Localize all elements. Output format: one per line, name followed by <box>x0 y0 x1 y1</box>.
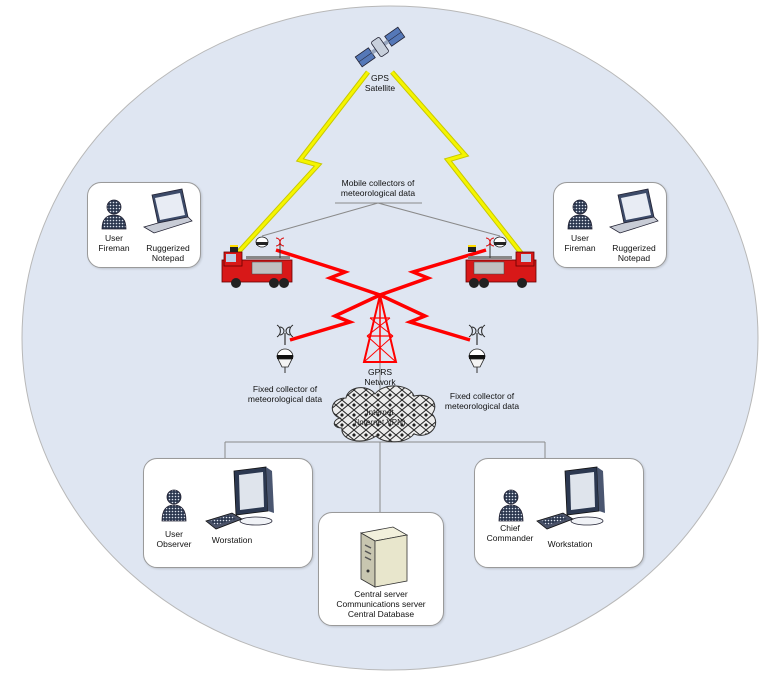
internet-cloud-icon <box>331 385 437 443</box>
fixed-right-line2: meteorological data <box>444 401 520 411</box>
observer-role-line2: Observer <box>156 539 192 549</box>
gprs-network-label: GPRS Network <box>350 367 410 387</box>
fixed-collector-left-label: Fixed collector of meteorological data <box>240 384 330 404</box>
server-tower-icon <box>359 526 409 588</box>
gprs-label-line2: Network <box>364 377 396 387</box>
right-device-line1: Ruggerized <box>612 243 656 253</box>
laptop-icon <box>609 188 659 234</box>
observer-panel: User Observer Worstation <box>143 458 313 568</box>
monitor-icon <box>233 466 274 526</box>
fixed-collector-right-label: Fixed collector of meteorological data <box>437 391 527 411</box>
fixed-left-line1: Fixed collector of <box>252 384 318 394</box>
gps-label-line2: Satellite <box>364 83 396 93</box>
observer-role-label: User Observer <box>152 529 196 549</box>
cloud-label-line2: (Internet VPN) <box>354 418 406 427</box>
server-label-line2: Communications server <box>336 599 426 609</box>
right-device-line2: Notepad <box>617 253 651 263</box>
left-device-line1: Ruggerized <box>146 243 190 253</box>
fire-truck-left-icon <box>221 236 293 288</box>
keyboard-icon <box>205 512 243 530</box>
fixed-left-line2: meteorological data <box>247 394 323 404</box>
server-label-line1: Central server <box>354 589 408 599</box>
laptop-icon <box>143 188 193 234</box>
user-observer-icon <box>161 489 187 522</box>
gps-satellite-label: GPS Satellite <box>345 73 415 93</box>
mobile-collectors-line2: meteorological data <box>340 188 416 198</box>
gprs-tower-icon <box>362 294 398 363</box>
gprs-links <box>275 248 487 342</box>
fixed-right-line1: Fixed collector of <box>449 391 515 401</box>
fire-truck-right-icon <box>465 236 537 288</box>
server-label-line3: Central Database <box>347 609 415 619</box>
gprs-label-line1: GPRS <box>367 367 393 377</box>
right-user-role-label: User Fireman <box>560 233 600 253</box>
gps-link-left <box>231 70 370 260</box>
user-fireman-icon <box>567 199 593 230</box>
left-fireman-panel: User Fireman Ruggerized Notepad <box>87 182 201 268</box>
gps-link-right <box>390 70 527 260</box>
cloud-label-line1: Internet <box>366 408 394 417</box>
internet-cloud-label: Internet (Internet VPN) <box>345 408 415 428</box>
chief-commander-icon <box>498 489 524 522</box>
right-user-role-line1: User <box>571 233 589 243</box>
mobile-collectors-label: Mobile collectors of meteorological data <box>318 178 438 198</box>
observer-role-line1: User <box>165 529 183 539</box>
server-label: Central server Communications server Cen… <box>321 589 441 619</box>
left-device-line2: Notepad <box>151 253 185 263</box>
left-device-label: Ruggerized Notepad <box>138 243 198 263</box>
left-user-role-line2: Fireman <box>98 243 130 253</box>
right-fireman-panel: User Fireman Ruggerized Notepad <box>553 182 667 268</box>
commander-role-label: Chief Commander <box>485 523 535 543</box>
satellite-icon <box>354 26 406 68</box>
server-panel: Central server Communications server Cen… <box>318 512 444 626</box>
left-user-role-label: User Fireman <box>94 233 134 253</box>
gps-label-line1: GPS <box>371 73 389 83</box>
user-fireman-icon <box>101 199 127 230</box>
mobile-collectors-line1: Mobile collectors of <box>341 178 415 188</box>
observer-device-label: Worstation <box>211 535 253 545</box>
commander-role-line1: Chief <box>500 523 520 533</box>
commander-role-line2: Commander <box>486 533 534 543</box>
left-user-role-line1: User <box>105 233 123 243</box>
fixed-collector-right-icon <box>468 324 486 373</box>
commander-device-label: Workstation <box>547 539 593 549</box>
commander-panel: Chief Commander Workstation <box>474 458 644 568</box>
right-user-role-line2: Fireman <box>564 243 596 253</box>
fixed-collector-left-icon <box>276 324 294 373</box>
keyboard-icon <box>536 512 574 530</box>
monitor-icon <box>564 466 605 526</box>
right-device-label: Ruggerized Notepad <box>604 243 664 263</box>
